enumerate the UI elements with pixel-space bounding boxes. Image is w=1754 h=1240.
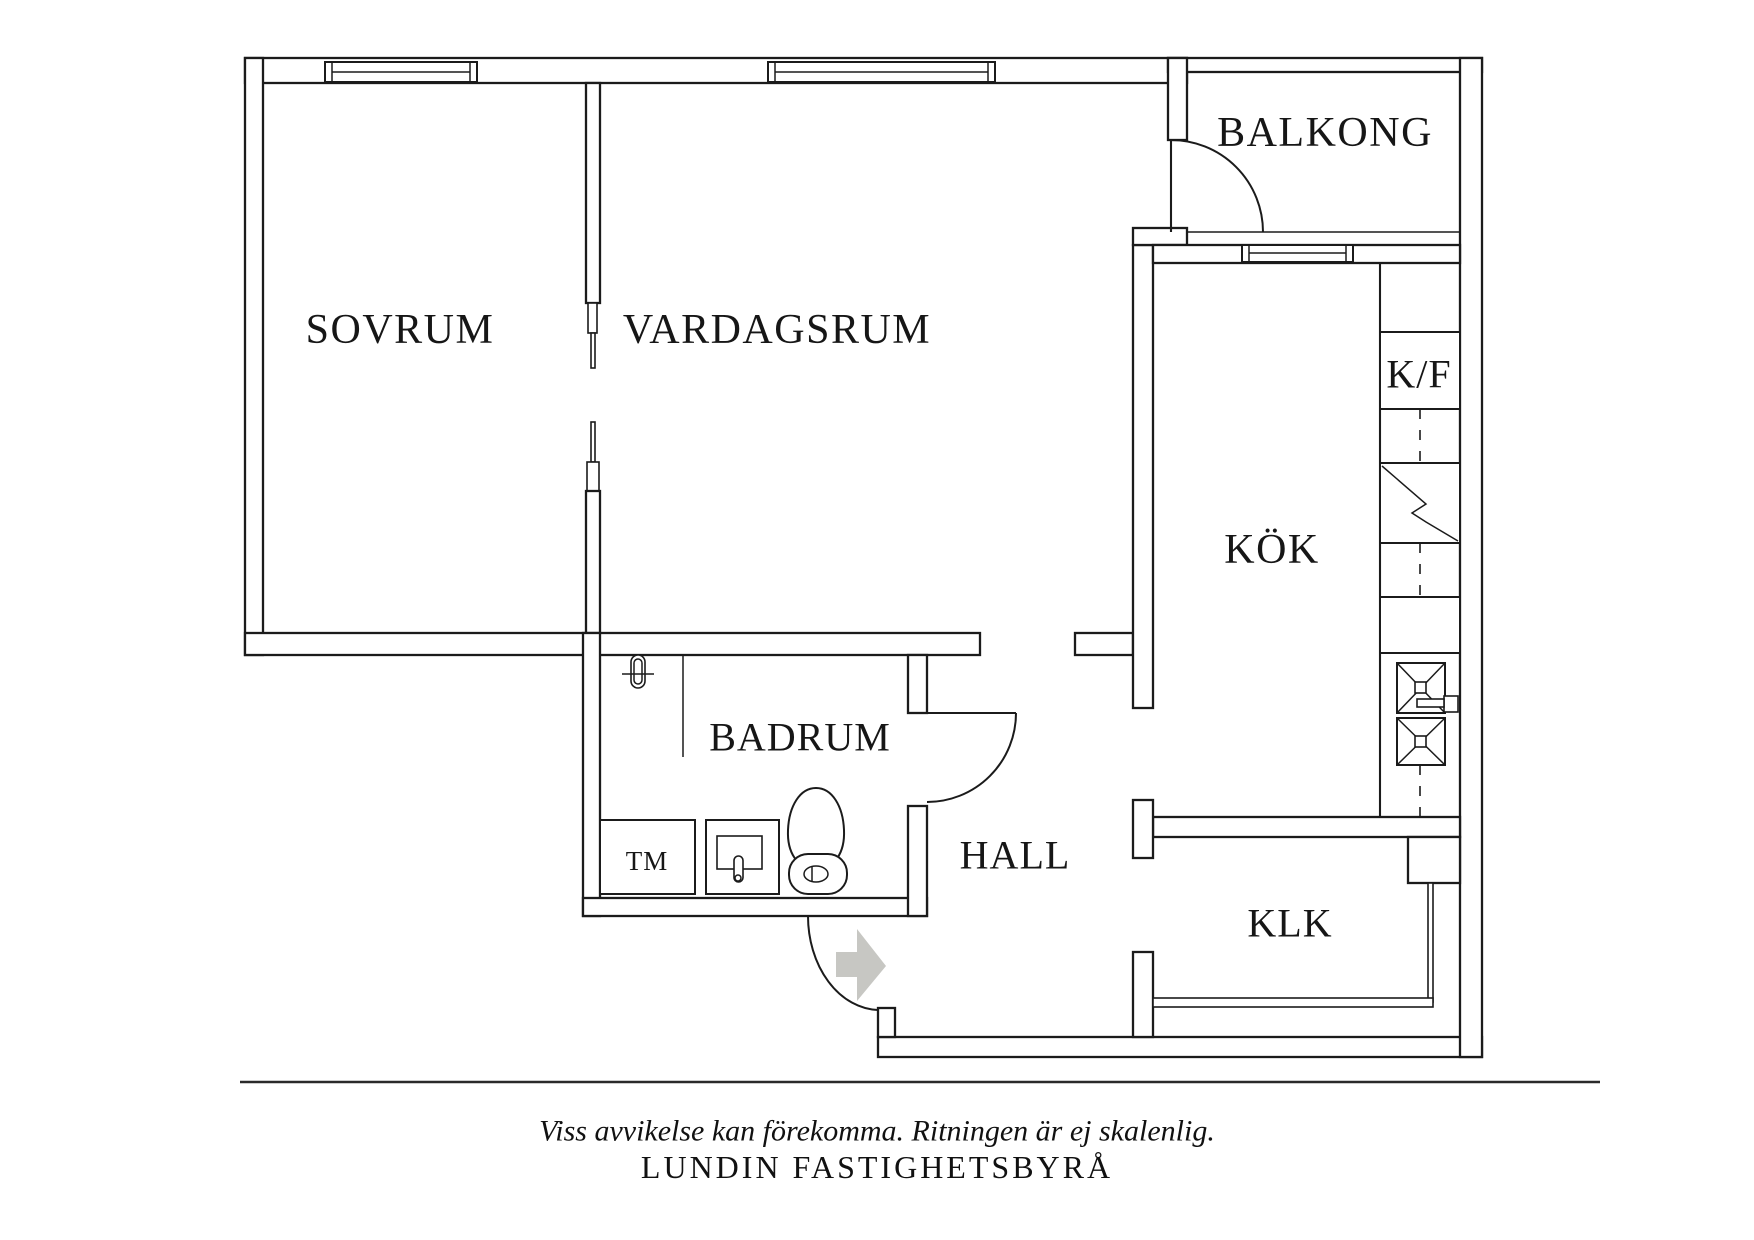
sliding-door-leaf-icon xyxy=(586,461,600,492)
wall-divider-upper xyxy=(584,81,602,305)
wall-left xyxy=(243,56,265,657)
wall-bathroom-bottom xyxy=(581,896,929,918)
window-kitchen-icon xyxy=(1241,244,1354,263)
wall-divider-lower xyxy=(584,489,602,635)
label-kok: KÖK xyxy=(1224,527,1320,573)
inner-walls xyxy=(243,56,1462,1039)
footer: Viss avvikelse kan förekomma. Ritningen … xyxy=(240,1080,1600,1185)
wall-bathroom-right-lower xyxy=(906,804,929,918)
label-vardagsrum: VARDAGSRUM xyxy=(623,307,931,353)
entry-door-icon xyxy=(807,915,879,1011)
footer-brand: LUNDIN FASTIGHETSBYRÅ xyxy=(641,1149,1113,1185)
faucet-icon xyxy=(1416,695,1459,713)
label-balkong: BALKONG xyxy=(1217,110,1433,156)
wall-top-balcony xyxy=(1166,56,1484,74)
washbasin-icon xyxy=(705,819,780,895)
wall-balcony-step xyxy=(1131,226,1189,247)
label-tm: TM xyxy=(626,846,669,876)
sliding-door-leaf-icon xyxy=(587,302,598,334)
sliding-door-leaf-icon xyxy=(590,332,596,369)
footer-disclaimer: Viss avvikelse kan förekomma. Ritningen … xyxy=(539,1115,1215,1148)
windows xyxy=(324,61,1354,263)
label-badrum: BADRUM xyxy=(709,715,891,760)
wall-balcony-left xyxy=(1166,56,1189,142)
stove-zigzag-icon xyxy=(1381,465,1459,542)
toilet-icon xyxy=(786,786,848,895)
wall-bathroom-right-upper xyxy=(906,653,929,715)
washing-machine-box xyxy=(599,819,696,895)
wall-sovrum-bottom xyxy=(243,631,982,657)
wall-right xyxy=(1458,56,1484,1059)
label-hall: HALL xyxy=(960,833,1071,878)
kitchen-counter xyxy=(1378,263,1461,817)
wall-bottom xyxy=(876,1035,1484,1059)
window-vardagsrum-icon xyxy=(767,61,996,83)
wall-hall-klk-upper-stub xyxy=(1131,798,1155,860)
entry-arrow-icon xyxy=(836,929,886,1001)
wall-kitchen-left xyxy=(1131,243,1155,710)
wall-klk-bottom-inner xyxy=(1152,997,1434,1008)
wall-bathroom-left xyxy=(581,631,602,918)
bathroom-door-icon xyxy=(926,711,1017,803)
counter-cabinet-box xyxy=(1379,596,1461,654)
doors xyxy=(807,139,1264,1011)
window-sovrum-icon xyxy=(324,61,478,83)
label-sovrum: SOVRUM xyxy=(306,307,495,353)
label-klk: KLK xyxy=(1247,901,1332,946)
wall-entry-side xyxy=(876,1006,897,1039)
outer-walls xyxy=(243,56,1484,1059)
shower-icon xyxy=(622,654,654,689)
wall-vardagsrum-bottom-stub xyxy=(1073,631,1135,657)
sink-basin-icon xyxy=(1396,717,1446,766)
wall-klk-top xyxy=(1151,815,1462,839)
wall-klk-right-thin xyxy=(1427,882,1434,1003)
balcony-door-icon xyxy=(1169,139,1264,233)
sliding-door-leaf-icon xyxy=(590,421,596,463)
room-labels: SOVRUM VARDAGSRUM BALKONG KÖK K/F BADRUM… xyxy=(306,110,1451,946)
bathroom-fixtures xyxy=(599,654,848,895)
wall-hall-klk-lower-stub xyxy=(1131,950,1155,1039)
klk-pillar xyxy=(1406,835,1462,885)
label-kf: K/F xyxy=(1386,352,1451,397)
